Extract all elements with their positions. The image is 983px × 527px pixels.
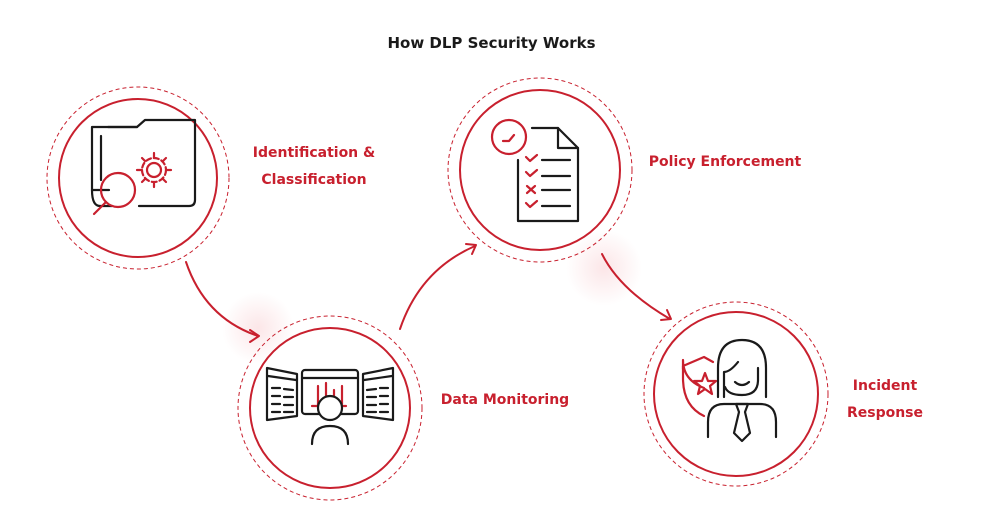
step-2-label: Data Monitoring	[430, 387, 580, 414]
outer-dashed-ring	[643, 301, 829, 487]
arrow-step3-to-step4	[601, 253, 672, 321]
step-3-label: Policy Enforcement	[640, 149, 810, 176]
step-3-node	[447, 77, 633, 263]
shield-star-agent-icon	[681, 338, 778, 443]
folder-search-gear-icon	[90, 118, 197, 216]
glow-1	[222, 292, 294, 364]
outer-dashed-ring	[447, 77, 633, 263]
outer-dashed-ring	[46, 86, 230, 270]
outer-dashed-ring	[237, 315, 423, 501]
inner-ring	[459, 89, 621, 251]
step-1-label: Identification & Classification	[244, 140, 384, 194]
step-1-label-line1: Identification &	[252, 145, 376, 161]
step-1-node	[46, 86, 230, 270]
step-2-label-line1: Data Monitoring	[440, 392, 570, 408]
inner-ring	[58, 98, 218, 258]
step-1-label-line2: Classification	[261, 172, 367, 188]
step-2-node	[237, 315, 423, 501]
monitoring-screens-user-icon	[265, 366, 395, 446]
step-4-label-line2: Response	[846, 405, 924, 421]
clock-checklist-document-icon	[490, 118, 580, 223]
arrow-step1-to-step2	[185, 261, 260, 343]
step-3-label-line1: Policy Enforcement	[648, 154, 802, 170]
step-4-label: Incident Response	[835, 373, 935, 427]
arrow-step2-to-step3	[399, 243, 477, 330]
step-4-node	[643, 301, 829, 487]
diagram-title: How DLP Security Works	[387, 34, 596, 52]
glow-2	[566, 230, 642, 306]
step-4-label-line1: Incident	[852, 378, 918, 394]
